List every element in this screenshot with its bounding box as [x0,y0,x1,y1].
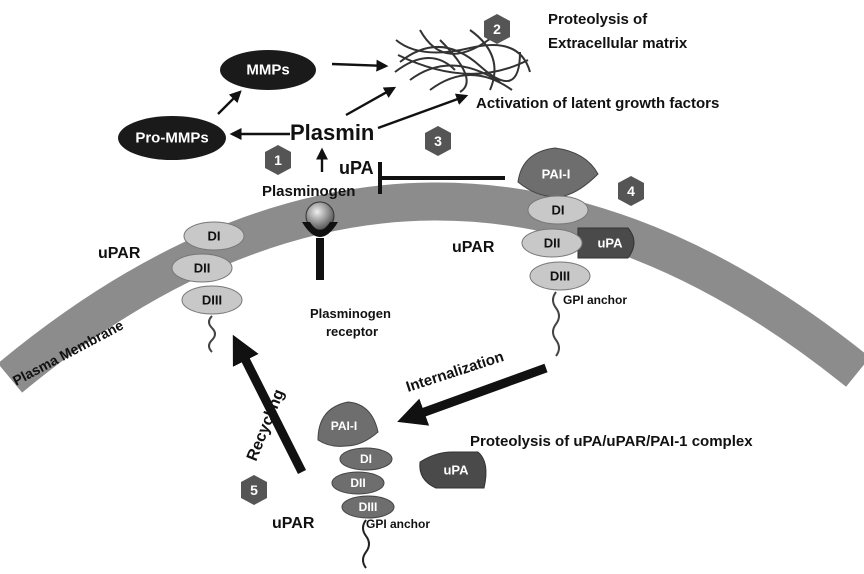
upar-bottom-d2-label: DII [350,476,365,490]
extracellular-matrix-fibers [394,29,531,93]
upa-bottom-label: uPA [443,463,469,478]
badge-4-label: 4 [627,183,635,199]
upar-left-d3 [181,285,243,315]
upar-bottom-label: uPAR [272,515,315,532]
badge-5: 5 [241,475,267,505]
plasma-membrane [0,182,864,393]
proteolysis-complex-label: Proteolysis of uPA/uPAR/PAI-1 complex [470,433,753,450]
recycling-arrow [232,334,307,475]
upar-right-d2-label: DII [544,236,561,251]
pro-mmps-node [118,116,226,160]
mmps-node [220,50,316,90]
upar-bottom-d1-label: DI [360,452,372,466]
upar-left-label: uPAR [98,245,141,262]
upar-right-gpi-squiggle [552,291,560,357]
upar-bottom-d3 [341,495,395,519]
upa-bottom-shape [419,451,487,489]
plasminogen-receptor-line1: Plasminogen [310,306,391,321]
upa-free-label: uPA [339,158,374,178]
upa-right-label: uPA [597,236,623,251]
upar-left-complex: DI DII DIII [171,221,245,353]
upar-left-d1 [183,221,245,251]
inhibition-bar [378,162,505,194]
pro-mmps-label: Pro-MMPs [135,130,208,147]
upar-right-label: uPAR [452,239,495,256]
upar-right-d1 [527,195,589,225]
pai1-right-label: PAI-I [542,167,571,182]
proteolysis-ecm-line2: Extracellular matrix [548,35,688,52]
gpi-anchor-bottom-label: GPI anchor [366,517,430,531]
upar-left-d1-label: DI [208,229,221,244]
upar-left-d2 [171,253,233,283]
badge-3: 3 [425,126,451,156]
pai1-bottom-label: PAI-I [331,419,357,433]
badge-2: 2 [484,14,510,44]
upar-left-d2-label: DII [194,261,211,276]
badge-3-label: 3 [434,133,442,149]
upar-right-d3 [529,261,591,291]
upar-bottom-complex: PAI-I DI DII DIII uPA [317,401,487,569]
upar-right-d3-label: DIII [550,269,570,284]
upar-bottom-gpi-squiggle [362,519,370,569]
badge-2-label: 2 [493,21,501,37]
upa-right-shape [577,227,635,259]
plasmin-label: Plasmin [290,120,374,145]
badge-5-label: 5 [250,482,258,498]
upar-left-d3-label: DIII [202,293,222,308]
upar-right-complex: PAI-I DI uPA DII DIII [517,147,635,357]
upar-right-d1-label: DI [552,203,565,218]
internalization-arrow [397,363,548,426]
plasminogen-label: Plasminogen [262,183,355,200]
badge-1: 1 [265,145,291,175]
plasminogen-receptor-line2: receptor [326,324,378,339]
mmps-label: MMPs [246,62,289,79]
badge-4: 4 [618,176,644,206]
upar-left-gpi-squiggle [208,315,216,353]
pathway-arrows [217,59,469,172]
gpi-anchor-right-label: GPI anchor [563,293,627,307]
proteolysis-ecm-line1: Proteolysis of [548,11,648,28]
upar-right-d2 [521,228,583,258]
pai1-bottom-shape [317,401,379,447]
badge-1-label: 1 [274,152,282,168]
upar-bottom-d2 [331,471,385,495]
activation-growth-label: Activation of latent growth factors [476,95,719,112]
plasminogen-receptor-cup [302,222,338,237]
upar-bottom-d1 [339,447,393,471]
upar-bottom-d3-label: DIII [359,500,378,514]
